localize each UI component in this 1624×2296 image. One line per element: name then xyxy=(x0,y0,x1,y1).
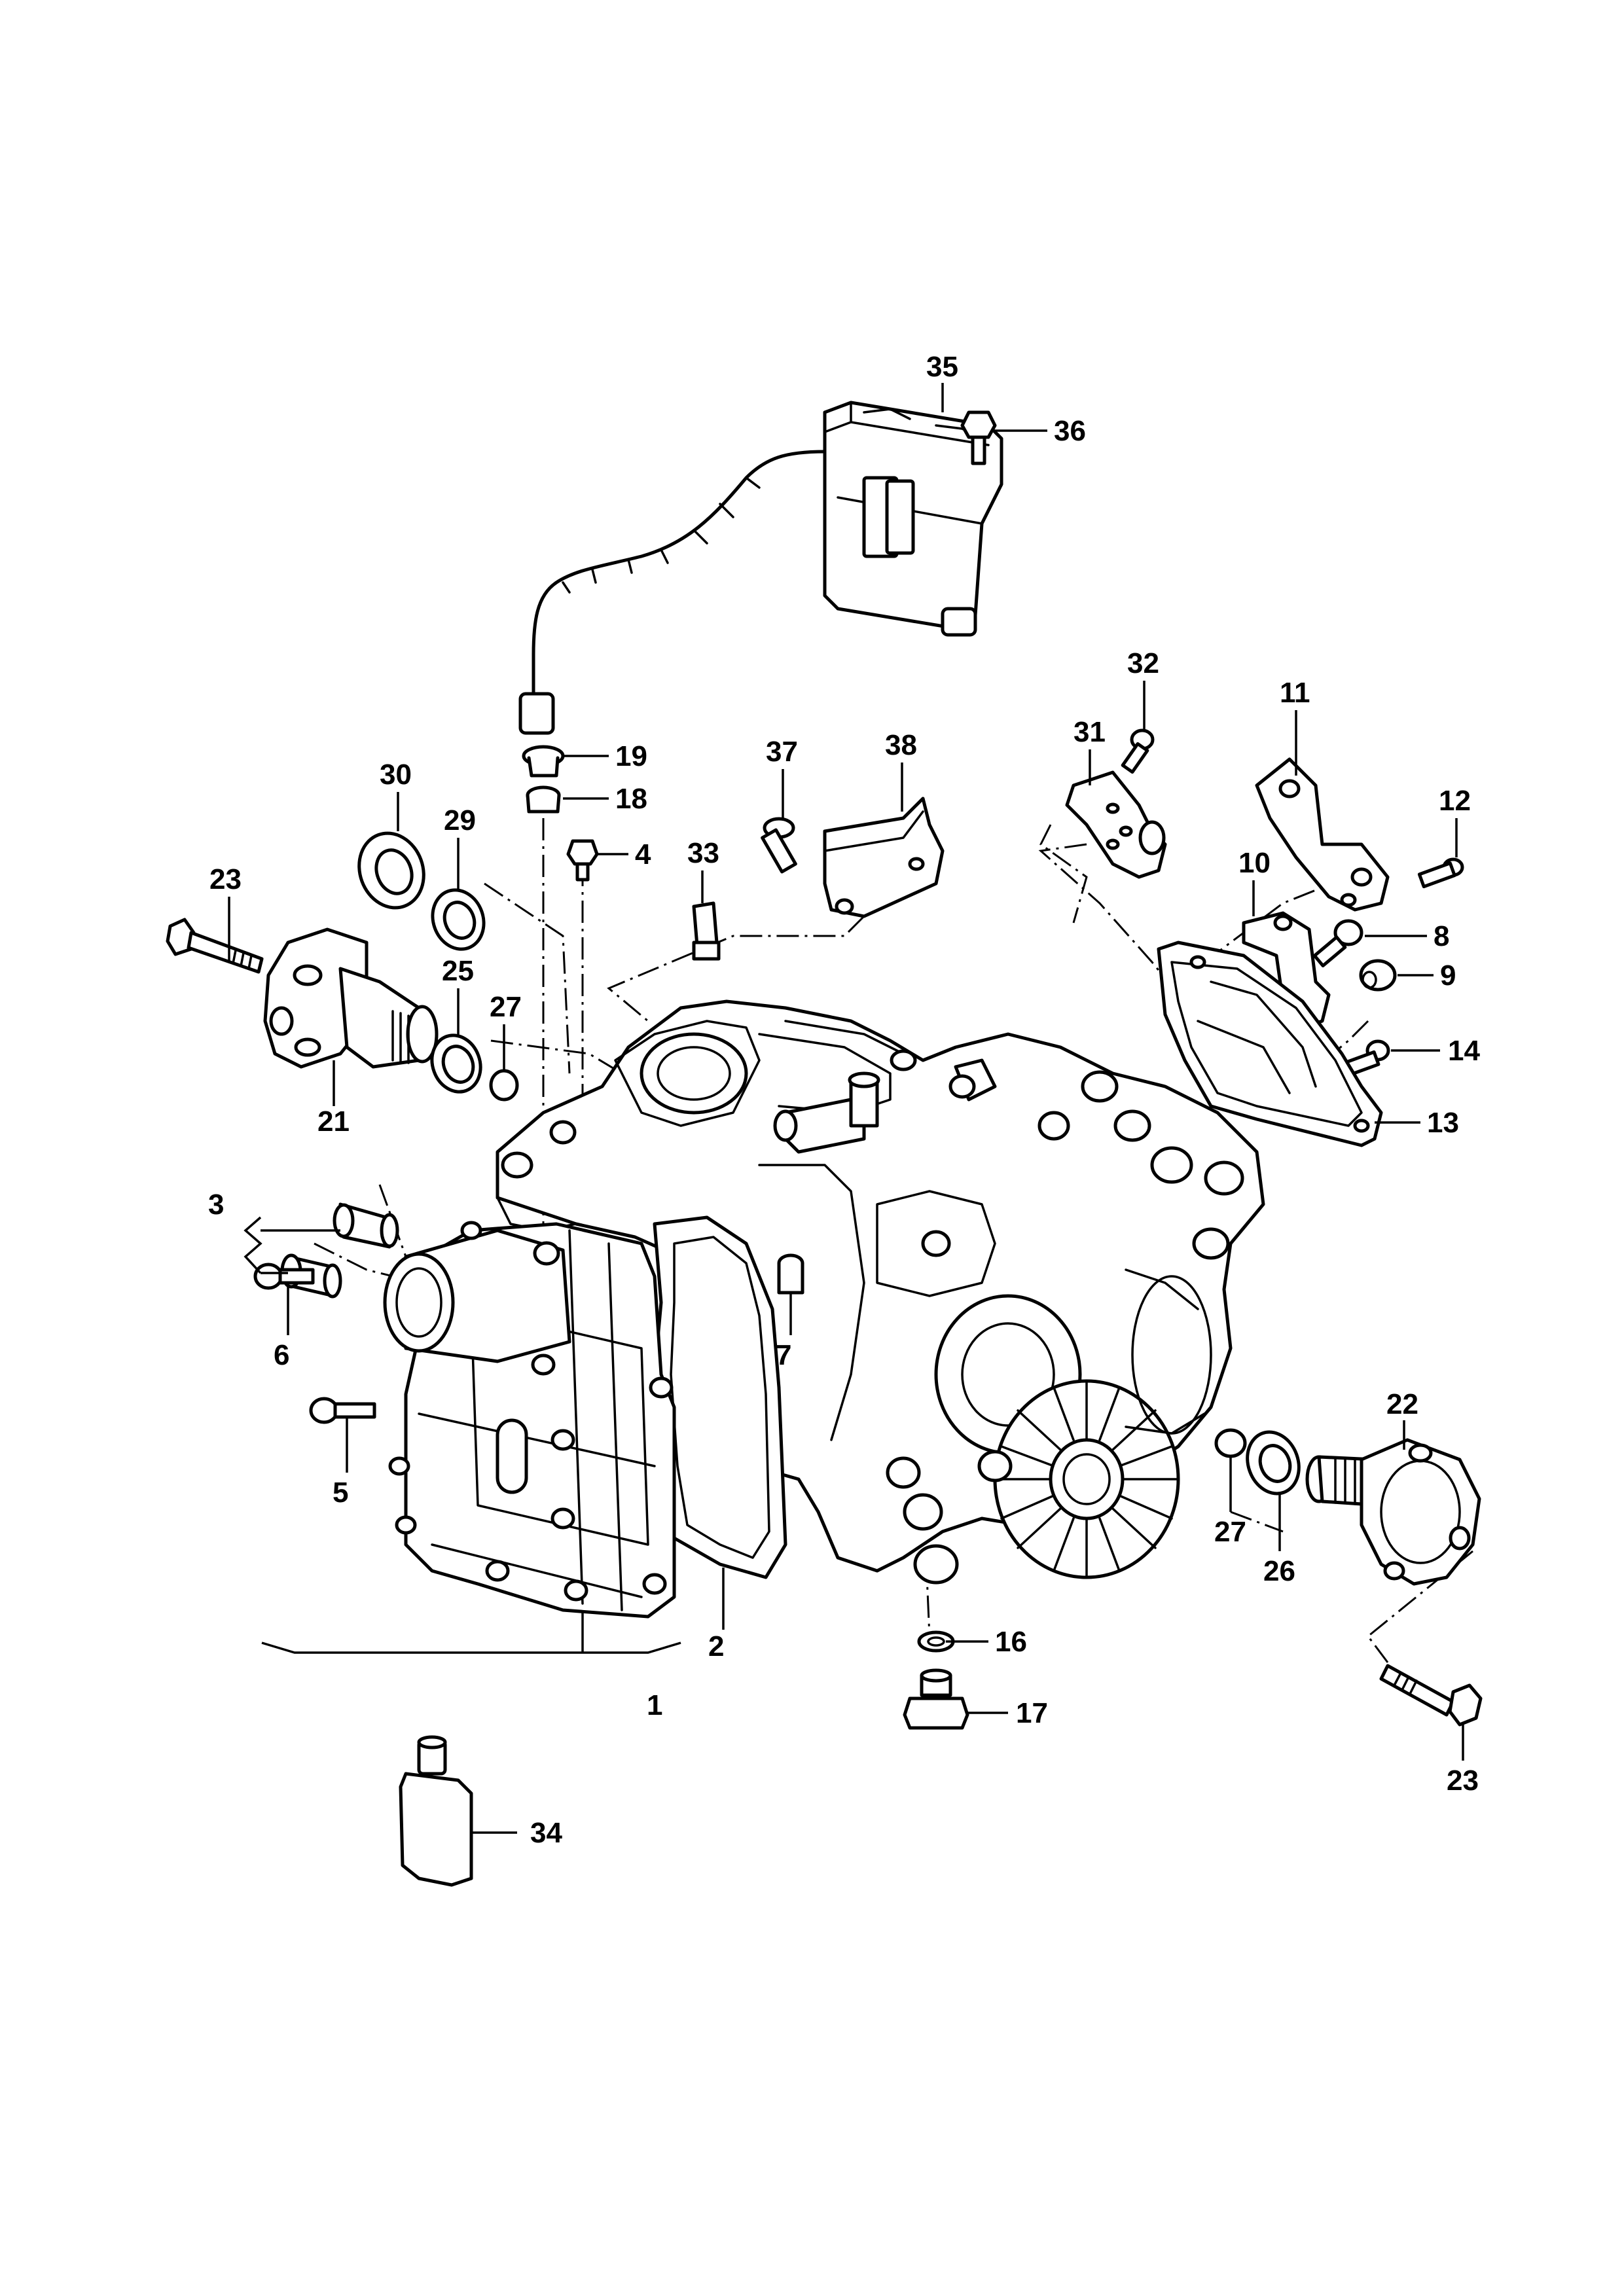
bracket-10 xyxy=(1242,911,1331,1030)
o-ring-27-left xyxy=(489,1069,519,1102)
callout-14: 14 xyxy=(1448,1035,1480,1067)
bolt-5 xyxy=(309,1397,376,1424)
bolt-36 xyxy=(960,410,997,465)
callout-23-right: 23 xyxy=(1447,1765,1479,1797)
callout-27-left: 27 xyxy=(490,991,522,1023)
callout-30: 30 xyxy=(380,759,412,791)
seal-29 xyxy=(431,888,486,951)
callout-27-right: 27 xyxy=(1214,1516,1246,1548)
drive-flange-22 xyxy=(1305,1438,1481,1586)
callout-31: 31 xyxy=(1074,716,1106,748)
callout-23-left: 23 xyxy=(209,863,242,895)
callout-9: 9 xyxy=(1440,960,1456,992)
bolt-23-left xyxy=(166,918,264,974)
cover-assembly-1 xyxy=(383,1221,676,1619)
callout-4: 4 xyxy=(635,838,651,870)
callout-38: 38 xyxy=(885,729,917,761)
pin-7 xyxy=(777,1253,804,1295)
differential-ribs xyxy=(994,1380,1180,1579)
callout-11: 11 xyxy=(1280,677,1310,709)
callout-2: 2 xyxy=(708,1630,724,1662)
drive-flange-21 xyxy=(263,927,439,1069)
drain-plug-17 xyxy=(903,1668,969,1730)
bracket-31 xyxy=(1065,770,1167,879)
callout-7: 7 xyxy=(776,1339,791,1371)
bolt-12 xyxy=(1417,857,1464,889)
callout-35: 35 xyxy=(926,351,958,383)
control-unit xyxy=(823,401,1003,637)
bolt-37 xyxy=(761,817,797,874)
seal-25 xyxy=(430,1033,482,1094)
callout-10: 10 xyxy=(1238,847,1271,879)
callout-21: 21 xyxy=(317,1105,350,1138)
wiring-harness xyxy=(518,450,827,735)
seal-26 xyxy=(1246,1430,1301,1496)
bolt-14 xyxy=(1345,1039,1390,1076)
seal-30 xyxy=(357,831,425,910)
plug-19 xyxy=(522,745,565,778)
plug-18 xyxy=(526,785,561,814)
callout-17: 17 xyxy=(1016,1697,1048,1729)
callout-34: 34 xyxy=(530,1817,562,1849)
side-cover-13 xyxy=(1157,941,1383,1147)
bracket-38 xyxy=(823,797,945,918)
callout-12: 12 xyxy=(1439,785,1471,817)
bolt-8 xyxy=(1312,919,1363,968)
callout-8: 8 xyxy=(1434,920,1449,952)
callout-26: 26 xyxy=(1263,1555,1295,1587)
washer-9 xyxy=(1359,959,1397,992)
callout-32: 32 xyxy=(1127,647,1159,679)
callout-3: 3 xyxy=(208,1189,224,1221)
sensor-33 xyxy=(692,901,721,961)
bracket-11 xyxy=(1255,757,1390,912)
bolt-32 xyxy=(1121,728,1155,774)
callout-25: 25 xyxy=(442,955,474,987)
callout-22: 22 xyxy=(1386,1388,1418,1420)
callout-6: 6 xyxy=(274,1339,289,1371)
callout-16: 16 xyxy=(995,1626,1027,1658)
callout-13: 13 xyxy=(1427,1107,1459,1139)
o-ring-27-right xyxy=(1214,1428,1247,1458)
callout-leaders xyxy=(228,383,1464,1834)
bolt-6 xyxy=(253,1263,315,1290)
fluid-bottle-34 xyxy=(399,1735,473,1887)
callout-18: 18 xyxy=(615,783,647,815)
callout-5: 5 xyxy=(333,1477,348,1509)
callout-19: 19 xyxy=(615,740,647,772)
callout-29: 29 xyxy=(444,804,476,836)
callout-1: 1 xyxy=(647,1689,662,1721)
bolt-23-right xyxy=(1379,1664,1483,1727)
cover-bolts xyxy=(388,1221,674,1602)
callout-labels: 35 36 19 18 4 30 29 23 25 27 21 33 37 38… xyxy=(208,351,1480,1849)
callout-36: 36 xyxy=(1054,415,1086,447)
callout-33: 33 xyxy=(687,837,719,869)
bolt-4 xyxy=(566,839,599,882)
transmission-housing xyxy=(496,999,1265,1585)
callout-37: 37 xyxy=(766,736,798,768)
